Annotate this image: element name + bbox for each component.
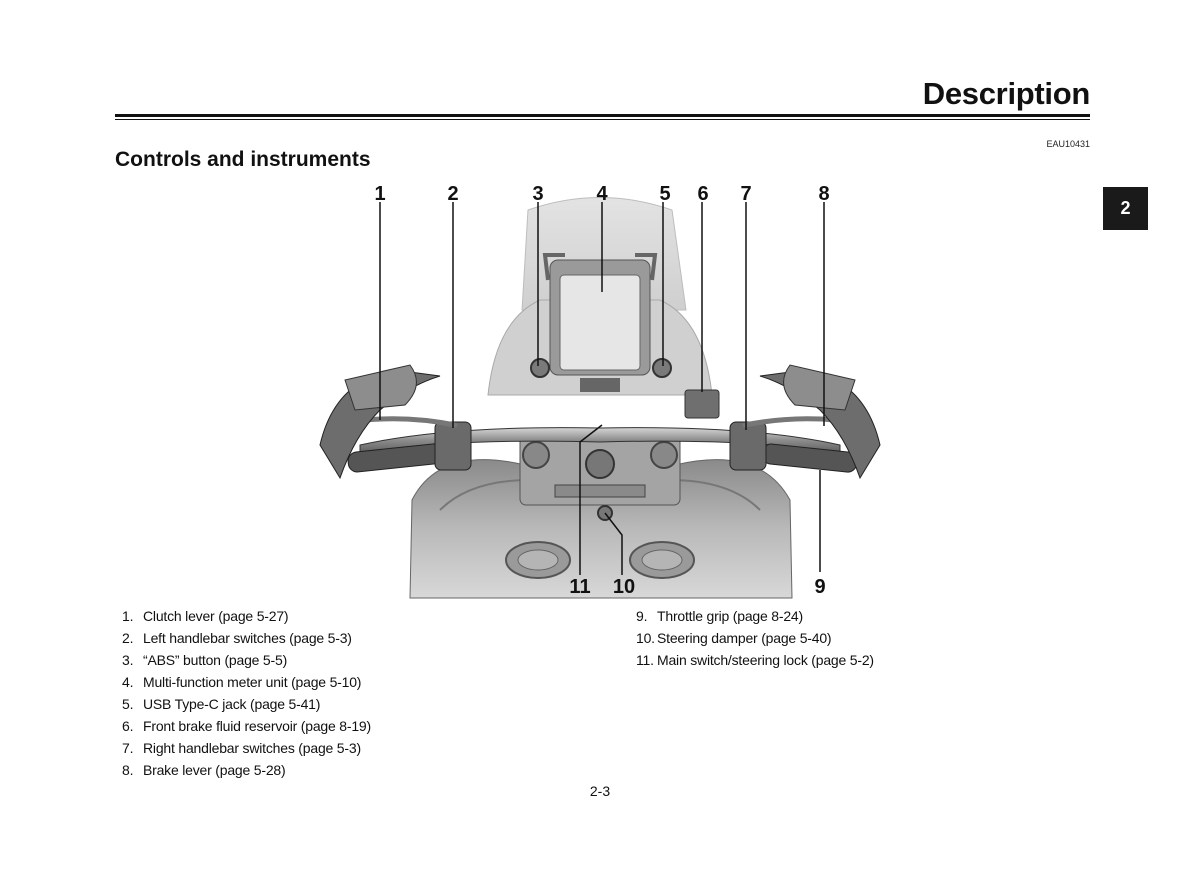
legend-text: Multi-function meter unit (page 5-10)	[143, 674, 362, 690]
callout-9: 9	[814, 576, 826, 598]
legend-number: 3.	[122, 652, 134, 668]
header-rule-thin	[115, 119, 1090, 120]
legend-item: 11.Main switch/steering lock (page 5-2)	[636, 649, 874, 671]
section-title: Controls and instruments	[115, 148, 371, 171]
motorcycle-cockpit-drawing	[319, 197, 881, 599]
legend-item: 9. Throttle grip (page 8-24)	[636, 605, 874, 627]
legend-number: 9.	[636, 608, 648, 624]
legend-text: Brake lever (page 5-28)	[143, 762, 286, 778]
callout-11: 11	[569, 576, 591, 598]
chapter-tab: 2	[1103, 187, 1148, 230]
legend-text: Front brake fluid reservoir (page 8-19)	[143, 718, 371, 734]
legend-number: 7.	[122, 740, 134, 756]
callout-3: 3	[532, 183, 544, 205]
legend-item: 6. Front brake fluid reservoir (page 8-19…	[122, 715, 371, 737]
legend-text: Main switch/steering lock (page 5-2)	[657, 652, 874, 668]
legend-number: 11.	[636, 652, 654, 668]
header-rule-thick	[115, 114, 1090, 117]
legend-text: Right handlebar switches (page 5-3)	[143, 740, 361, 756]
legend-item: 7. Right handlebar switches (page 5-3)	[122, 737, 371, 759]
legend-item: 4. Multi-function meter unit (page 5-10)	[122, 671, 371, 693]
legend-text: Throttle grip (page 8-24)	[657, 608, 803, 624]
page-number: 2-3	[589, 783, 611, 799]
chapter-heading: Description	[922, 76, 1091, 111]
legend-item: 10.Steering damper (page 5-40)	[636, 627, 874, 649]
legend-text: Steering damper (page 5-40)	[657, 630, 832, 646]
callout-8: 8	[818, 183, 830, 205]
document-code: EAU10431	[1046, 139, 1090, 149]
legend-number: 8.	[122, 762, 134, 778]
legend-item: 1. Clutch lever (page 5-27)	[122, 605, 371, 627]
legend-item: 8. Brake lever (page 5-28)	[122, 759, 371, 781]
legend-number: 6.	[122, 718, 134, 734]
legend-number: 5.	[122, 696, 134, 712]
legend-list-right: 9. Throttle grip (page 8-24) 10.Steering …	[636, 605, 874, 671]
callout-6: 6	[697, 183, 709, 205]
legend-number: 4.	[122, 674, 134, 690]
callout-4: 4	[596, 183, 608, 205]
legend-item: 5. USB Type-C jack (page 5-41)	[122, 693, 371, 715]
legend-item: 3. “ABS” button (page 5-5)	[122, 649, 371, 671]
callout-1: 1	[374, 183, 386, 205]
callout-10: 10	[612, 576, 636, 598]
callout-2: 2	[447, 183, 459, 205]
legend-number: 2.	[122, 630, 134, 646]
callout-5: 5	[659, 183, 671, 205]
controls-illustration: 1 2 3 4 5 6 7 8 9 10 11	[300, 180, 900, 600]
legend-text: Left handlebar switches (page 5-3)	[143, 630, 352, 646]
legend-number: 10.	[636, 630, 655, 646]
legend-text: USB Type-C jack (page 5-41)	[143, 696, 321, 712]
legend-number: 1.	[122, 608, 134, 624]
callout-7: 7	[740, 183, 752, 205]
legend-text: Clutch lever (page 5-27)	[143, 608, 289, 624]
legend-text: “ABS” button (page 5-5)	[143, 652, 288, 668]
legend-list-left: 1. Clutch lever (page 5-27) 2. Left handle…	[122, 605, 371, 781]
legend-item: 2. Left handlebar switches (page 5-3)	[122, 627, 371, 649]
